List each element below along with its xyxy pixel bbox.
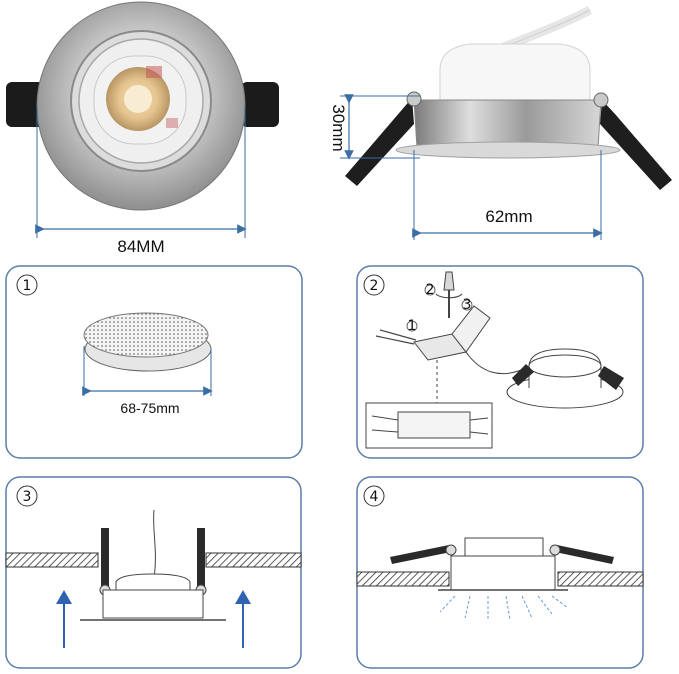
step-4-number: 4 (370, 489, 379, 505)
callout-2: 2 (426, 282, 435, 298)
callout-1: 1 (408, 318, 417, 334)
body-width-label: 62mm (485, 207, 532, 226)
step-panel-4: 4 (356, 476, 644, 669)
spring-clip-right (241, 82, 279, 127)
spring-clip-left (6, 82, 44, 127)
step-3-number: 3 (23, 489, 32, 505)
step-2-number: 2 (370, 278, 379, 294)
side-clip-left (345, 98, 414, 186)
step-1-badge (16, 274, 38, 296)
step-2-badge (363, 274, 385, 296)
step-panel-2: 2 2 3 1 (356, 265, 644, 459)
callout-3: 3 (463, 297, 472, 313)
luminaire-body-step4 (464, 537, 544, 557)
ceiling-right (205, 552, 302, 568)
step-3-badge (16, 485, 38, 507)
front-view: 84MM (6, 1, 279, 256)
ceiling-left-step4 (356, 571, 450, 587)
step-4-badge (363, 485, 385, 507)
metal-body (413, 99, 602, 149)
flange (395, 141, 621, 159)
spring-closed-left (390, 545, 451, 564)
diameter-label: 84MM (117, 237, 164, 256)
light-rays (439, 595, 569, 621)
step-1-number: 1 (23, 278, 32, 294)
spring-closed-right (555, 545, 614, 564)
side-view: 30mm 62mm (329, 5, 672, 240)
spring-upright-right (197, 528, 205, 588)
height-label: 30mm (329, 104, 348, 151)
step-panel-1: 1 68-75mm (5, 265, 303, 459)
luminaire-body-step3 (115, 573, 191, 591)
ceiling-right-step4 (557, 571, 644, 587)
screwdriver-icon (443, 271, 455, 291)
ceiling-left (5, 552, 99, 568)
step-panel-3: 3 (5, 476, 302, 669)
side-clip-right (600, 100, 672, 190)
cutout-label: 68-75mm (120, 400, 179, 416)
spring-upright-left (101, 528, 109, 588)
driver-housing (439, 43, 591, 103)
